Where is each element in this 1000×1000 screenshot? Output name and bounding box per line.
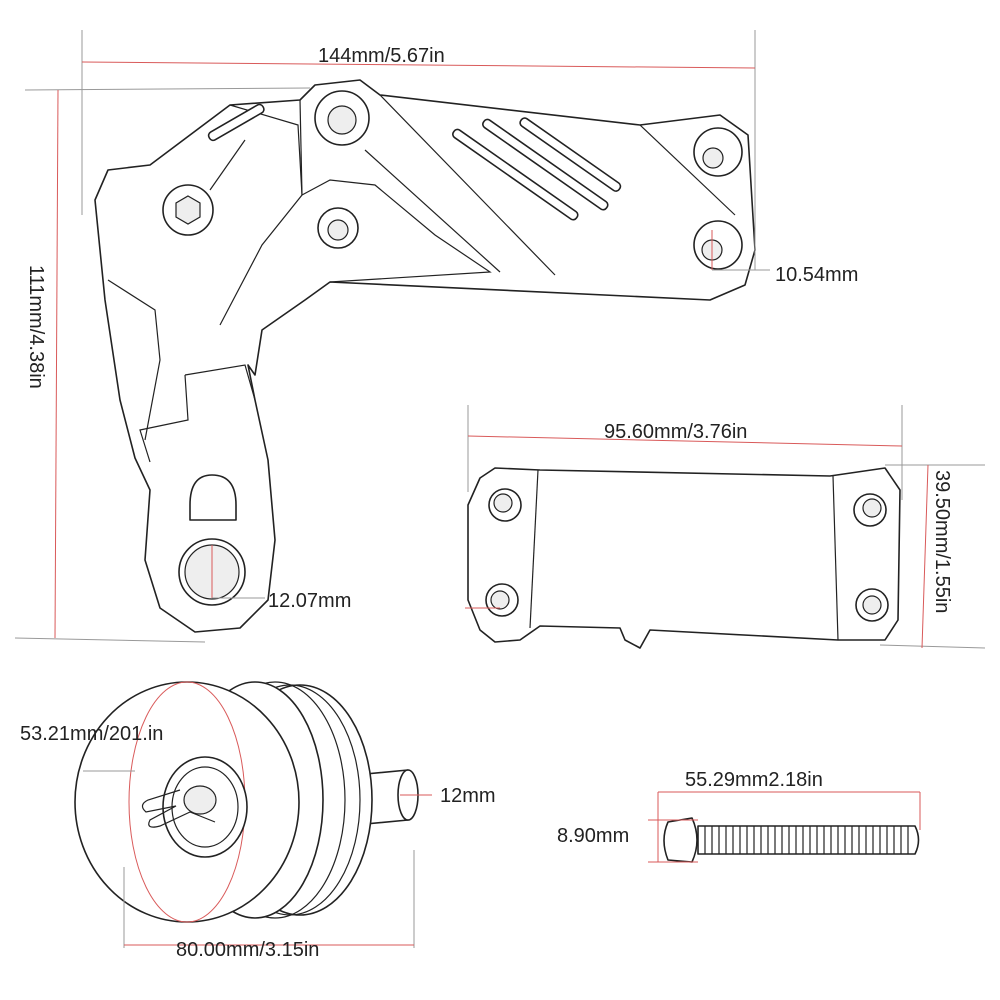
bracket-hole-bottom-label: 12.07mm: [268, 590, 351, 612]
plate-height-label: 39.50mm/1.55in: [931, 470, 953, 613]
plate-width-label: 95.60mm/3.76in: [604, 421, 747, 443]
bracket-height-label: 111mm/4.38in: [25, 265, 47, 389]
slider-shaft-diameter-label: 12mm: [440, 785, 496, 807]
bolt-head-label: 8.90mm: [557, 825, 629, 847]
bracket-width-label: 144mm/5.67in: [318, 45, 445, 67]
bolt-length-label: 55.29mm2.18in: [685, 769, 823, 791]
frame-slider-part: [74, 681, 419, 923]
slider-length-label: 80.00mm/3.15in: [176, 939, 319, 961]
slider-face-diameter-label: 53.21mm/201.in: [20, 723, 163, 745]
bracket-hole-right-label: 10.54mm: [775, 264, 858, 286]
plate-part: [467, 467, 901, 649]
bracket-part: [94, 79, 756, 633]
bolt-part: [663, 817, 920, 863]
